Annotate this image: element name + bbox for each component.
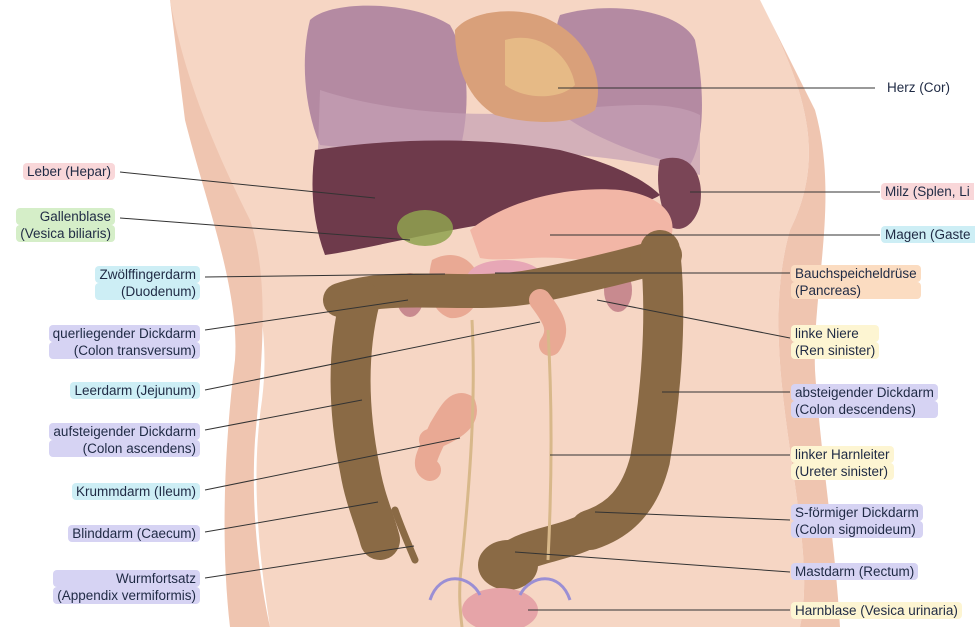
label-milz-line1: Milz (Splen, Li (881, 183, 974, 200)
label-caecum-line1: Blinddarm (Caecum) (68, 525, 200, 542)
label-gallenblase-line1: Gallenblase (16, 208, 115, 225)
label-appendix: Wurmfortsatz (Appendix vermiformis) (53, 570, 200, 604)
label-ureter: linker Harnleiter (Ureter sinister) (791, 446, 894, 480)
label-colon-ascendens: aufsteigender Dickdarm (Colon ascendens) (49, 423, 200, 457)
label-ileum: Krummdarm (Ileum) (72, 483, 200, 500)
label-pancreas-line2: (Pancreas) (791, 282, 921, 299)
label-caecum: Blinddarm (Caecum) (68, 525, 200, 542)
label-colon-descendens-line1: absteigender Dickdarm (791, 384, 938, 401)
label-sigmoideum: S-förmiger Dickdarm (Colon sigmoideum) (791, 504, 923, 538)
gallbladder (397, 210, 453, 246)
label-jejunum-line1: Leerdarm (Jejunum) (70, 382, 200, 399)
label-gallenblase: Gallenblase (Vesica biliaris) (16, 208, 115, 242)
label-harnblase: Harnblase (Vesica urinaria) (791, 602, 962, 619)
label-leber-line1: Leber (Hepar) (23, 163, 115, 180)
label-appendix-line2: (Appendix vermiformis) (53, 587, 200, 604)
label-appendix-line1: Wurmfortsatz (53, 570, 200, 587)
label-colon-descendens: absteigender Dickdarm (Colon descendens) (791, 384, 938, 418)
label-niere-line2: (Ren sinister) (791, 342, 879, 359)
label-colon-descendens-line2: (Colon descendens) (791, 401, 938, 418)
label-pancreas: Bauchspeicheldrüse (Pancreas) (791, 265, 921, 299)
label-herz-line1: Herz (Cor) (883, 79, 954, 96)
label-jejunum: Leerdarm (Jejunum) (70, 382, 200, 399)
label-duodenum: Zwölffingerdarm (Duodenum) (95, 266, 200, 300)
label-ileum-line1: Krummdarm (Ileum) (72, 483, 200, 500)
label-sigmoideum-line2: (Colon sigmoideum) (791, 521, 923, 538)
label-colon-ascendens-line2: (Colon ascendens) (49, 440, 200, 457)
label-herz: Herz (Cor) (883, 79, 954, 96)
label-harnblase-line1: Harnblase (Vesica urinaria) (791, 602, 962, 619)
label-ureter-line2: (Ureter sinister) (791, 463, 894, 480)
label-colon-transversum: querliegender Dickdarm (Colon transversu… (49, 325, 200, 359)
label-gallenblase-line2: (Vesica biliaris) (16, 225, 115, 242)
label-colon-transversum-line2: (Colon transversum) (49, 342, 200, 359)
label-colon-transversum-line1: querliegender Dickdarm (49, 325, 200, 342)
label-magen-line1: Magen (Gaste (881, 226, 975, 243)
label-pancreas-line1: Bauchspeicheldrüse (791, 265, 921, 282)
label-ureter-line1: linker Harnleiter (791, 446, 894, 463)
label-milz: Milz (Splen, Li (881, 183, 974, 200)
label-magen: Magen (Gaste (881, 226, 975, 243)
label-rectum-line1: Mastdarm (Rectum) (791, 563, 918, 580)
label-leber: Leber (Hepar) (23, 163, 115, 180)
label-niere-line1: linke Niere (791, 325, 879, 342)
label-niere: linke Niere (Ren sinister) (791, 325, 879, 359)
label-rectum: Mastdarm (Rectum) (791, 563, 918, 580)
label-colon-ascendens-line1: aufsteigender Dickdarm (49, 423, 200, 440)
label-duodenum-line2: (Duodenum) (95, 283, 200, 300)
label-sigmoideum-line1: S-förmiger Dickdarm (791, 504, 923, 521)
label-duodenum-line1: Zwölffingerdarm (95, 266, 200, 283)
